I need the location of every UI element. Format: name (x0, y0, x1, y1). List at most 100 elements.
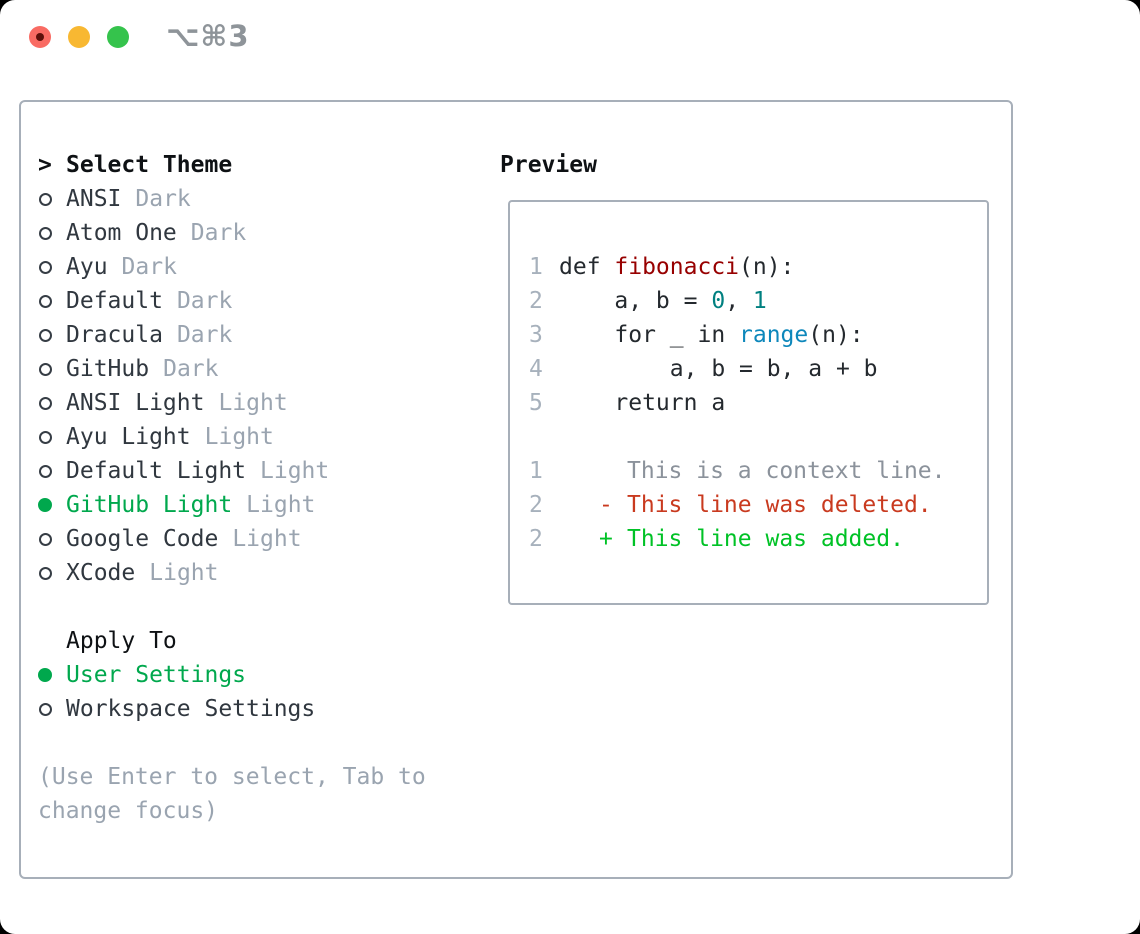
radio-unselected-icon (39, 464, 52, 478)
radio-unselected-icon (39, 396, 52, 410)
apply-option-label: User Settings (66, 662, 247, 688)
radio-unselected-icon (39, 192, 52, 206)
apply-option-row[interactable]: User Settings (38, 658, 426, 692)
theme-option-row[interactable]: Ayu Dark (38, 250, 426, 284)
line-number: 2 (529, 288, 543, 314)
code-line: 2 a, b = 0, 1 (529, 284, 987, 318)
page-title: Select Theme (66, 152, 233, 178)
theme-option-row[interactable]: GitHub Light Light (38, 488, 426, 522)
close-button-icon[interactable] (29, 26, 51, 48)
theme-variant-tag: Light (204, 424, 274, 450)
spacer (38, 590, 426, 624)
radio-icon (38, 260, 66, 274)
radio-unselected-icon (39, 226, 52, 240)
apply-to-header-row: Apply To (38, 624, 426, 658)
theme-variant-tag: Dark (163, 356, 219, 382)
theme-name: GitHub Light (66, 492, 233, 518)
theme-name: Ayu Light (66, 424, 191, 450)
diff-text: This is a context line. (627, 458, 946, 484)
diff-sign: - (599, 492, 613, 518)
spacer (38, 726, 426, 760)
titlebar: ⌥⌘3 (0, 0, 1140, 75)
diff-line: 1 This is a context line. (529, 454, 987, 488)
theme-variant-tag: Light (260, 458, 330, 484)
radio-selected-icon (38, 668, 52, 682)
radio-selected-icon (38, 498, 52, 512)
theme-name: Dracula (66, 322, 163, 348)
theme-variant-tag: Light (218, 390, 288, 416)
radio-unselected-icon (39, 430, 52, 444)
diff-sign (599, 458, 627, 484)
diff-line: 2 -This line was deleted. (529, 488, 987, 522)
code-line: 5 return a (529, 386, 987, 420)
theme-variant-tag: Dark (190, 220, 247, 246)
code-token: 1 (752, 288, 767, 314)
line-number: 4 (529, 356, 543, 382)
code-token: (n): (739, 254, 795, 280)
diff-sample: 1 This is a context line. 2 -This line was… (529, 454, 987, 556)
code-line: 3 for _ in range(n): (529, 318, 987, 352)
radio-icon (38, 226, 66, 240)
theme-option-row[interactable]: Dracula Dark (38, 318, 426, 352)
diff-text: This line was added. (627, 526, 904, 552)
line-number: 1 (529, 458, 543, 484)
theme-variant-tag: Dark (135, 186, 191, 212)
diff-text: This line was deleted. (627, 492, 932, 518)
radio-icon (38, 294, 66, 308)
theme-name: Default Light (66, 458, 247, 484)
radio-unselected-icon (39, 260, 52, 274)
traffic-lights (29, 26, 129, 48)
apply-to-title: Apply To (66, 628, 177, 654)
line-number: 3 (529, 322, 543, 348)
apply-option-row[interactable]: Workspace Settings (38, 692, 426, 726)
theme-variant-tag: Dark (121, 254, 177, 280)
line-number: 5 (529, 390, 543, 416)
line-number: 2 (529, 526, 543, 552)
radio-icon (38, 464, 66, 478)
radio-unselected-icon (39, 294, 52, 308)
code-token: , (725, 288, 753, 314)
theme-option-row[interactable]: Default Light Light (38, 454, 426, 488)
radio-icon (38, 532, 66, 546)
minimize-button-icon[interactable] (68, 26, 90, 48)
theme-variant-tag: Dark (176, 322, 233, 348)
radio-icon (38, 566, 66, 580)
zoom-button-icon[interactable] (107, 26, 129, 48)
radio-icon (38, 430, 66, 444)
line-number: 2 (529, 492, 543, 518)
radio-unselected-icon (39, 702, 52, 716)
diff-sign: + (599, 526, 613, 552)
theme-variant-tag: Light (246, 492, 316, 518)
radio-icon (38, 668, 66, 682)
theme-name: Ayu (66, 254, 108, 280)
radio-icon (38, 396, 66, 410)
code-line: 4 a, b = b, a + b (529, 352, 987, 386)
theme-name: Default (66, 288, 163, 314)
theme-name: Atom One (66, 220, 177, 246)
theme-option-row[interactable]: Atom One Dark (38, 216, 426, 250)
list-header-row: > Select Theme (38, 148, 426, 182)
radio-unselected-icon (39, 362, 52, 376)
radio-unselected-icon (39, 532, 52, 546)
radio-unselected-icon (39, 566, 52, 580)
code-token: a, b = (559, 288, 712, 314)
hint-line-2: change focus) (38, 798, 219, 824)
window-shortcut-label: ⌥⌘3 (166, 19, 250, 53)
radio-icon (38, 362, 66, 376)
radio-icon (38, 192, 66, 206)
theme-option-row[interactable]: Ayu Light Light (38, 420, 426, 454)
code-token: a, b = b, a + b (559, 356, 878, 382)
radio-icon (38, 702, 66, 716)
